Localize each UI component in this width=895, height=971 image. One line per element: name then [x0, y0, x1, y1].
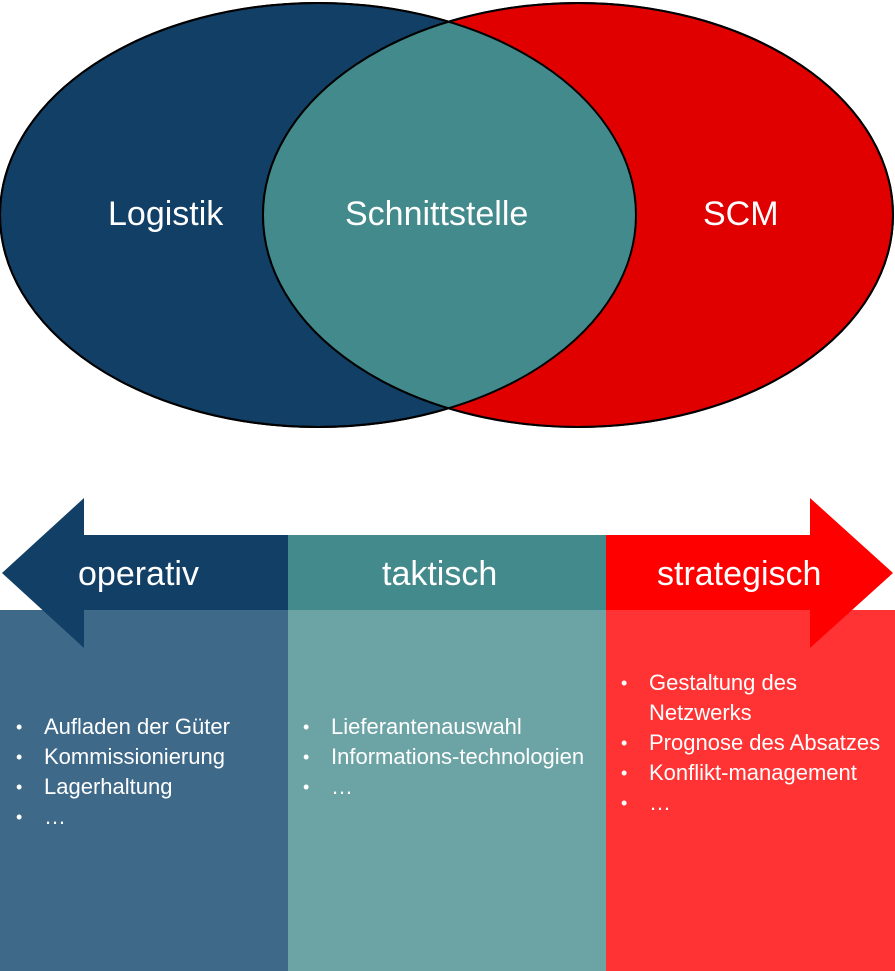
- list-item: Aufladen der Güter: [16, 712, 284, 742]
- list-item: Konflikt-management: [621, 758, 891, 788]
- list-item: …: [303, 772, 603, 802]
- strategisch-arrow-head: [606, 498, 893, 648]
- list-item: Lieferantenauswahl: [303, 712, 603, 742]
- list-item: …: [621, 788, 891, 818]
- venn-outline-scm: [262, 2, 894, 428]
- venn-label-logistik: Logistik: [108, 195, 224, 233]
- list-item: Prognose des Absatzes: [621, 728, 891, 758]
- venn-label-schnittstelle: Schnittstelle: [345, 195, 529, 233]
- list-item: Gestaltung des Netzwerks: [621, 668, 891, 728]
- level-label-taktisch: taktisch: [382, 555, 498, 593]
- taktisch-list: Lieferantenauswahl Informations-technolo…: [303, 712, 603, 802]
- venn-outline-logistik: [0, 2, 637, 428]
- operativ-arrow-head: [2, 498, 288, 648]
- list-item: Kommissionierung: [16, 742, 284, 772]
- venn-label-scm: SCM: [703, 195, 779, 233]
- operativ-list: Aufladen der Güter Kommissionierung Lage…: [16, 712, 284, 832]
- strategisch-list: Gestaltung des Netzwerks Prognose des Ab…: [621, 668, 891, 818]
- list-item: …: [16, 802, 284, 832]
- list-item: Informations-technologien: [303, 742, 603, 772]
- level-label-strategisch: strategisch: [657, 555, 822, 593]
- venn-overlap-schnittstelle: [263, 3, 636, 427]
- taktisch-header: [288, 535, 606, 610]
- venn-diagram: [0, 2, 894, 428]
- level-label-operativ: operativ: [78, 555, 199, 593]
- list-item: Lagerhaltung: [16, 772, 284, 802]
